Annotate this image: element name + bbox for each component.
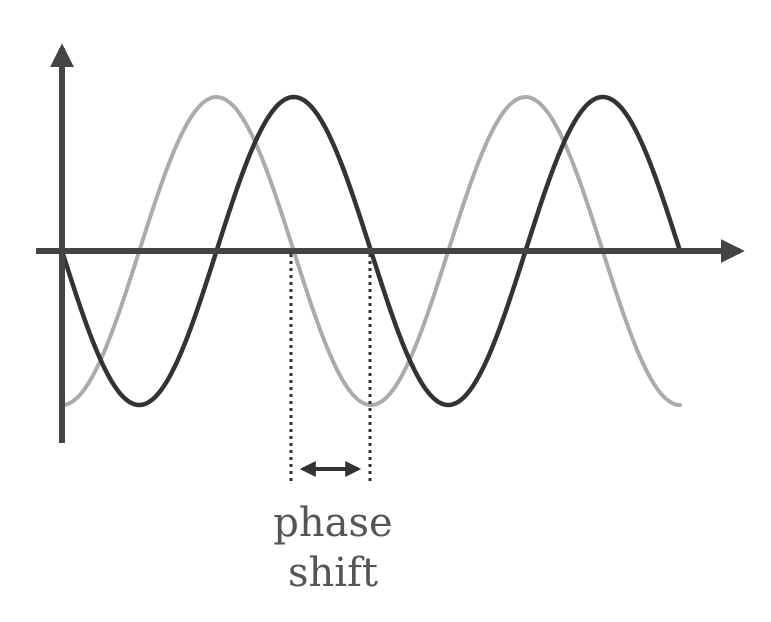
phase-shift-label-line1: phase [273, 500, 392, 546]
reference-wave [60, 94, 682, 407]
phase-shift-label-line2: shift [288, 550, 378, 596]
